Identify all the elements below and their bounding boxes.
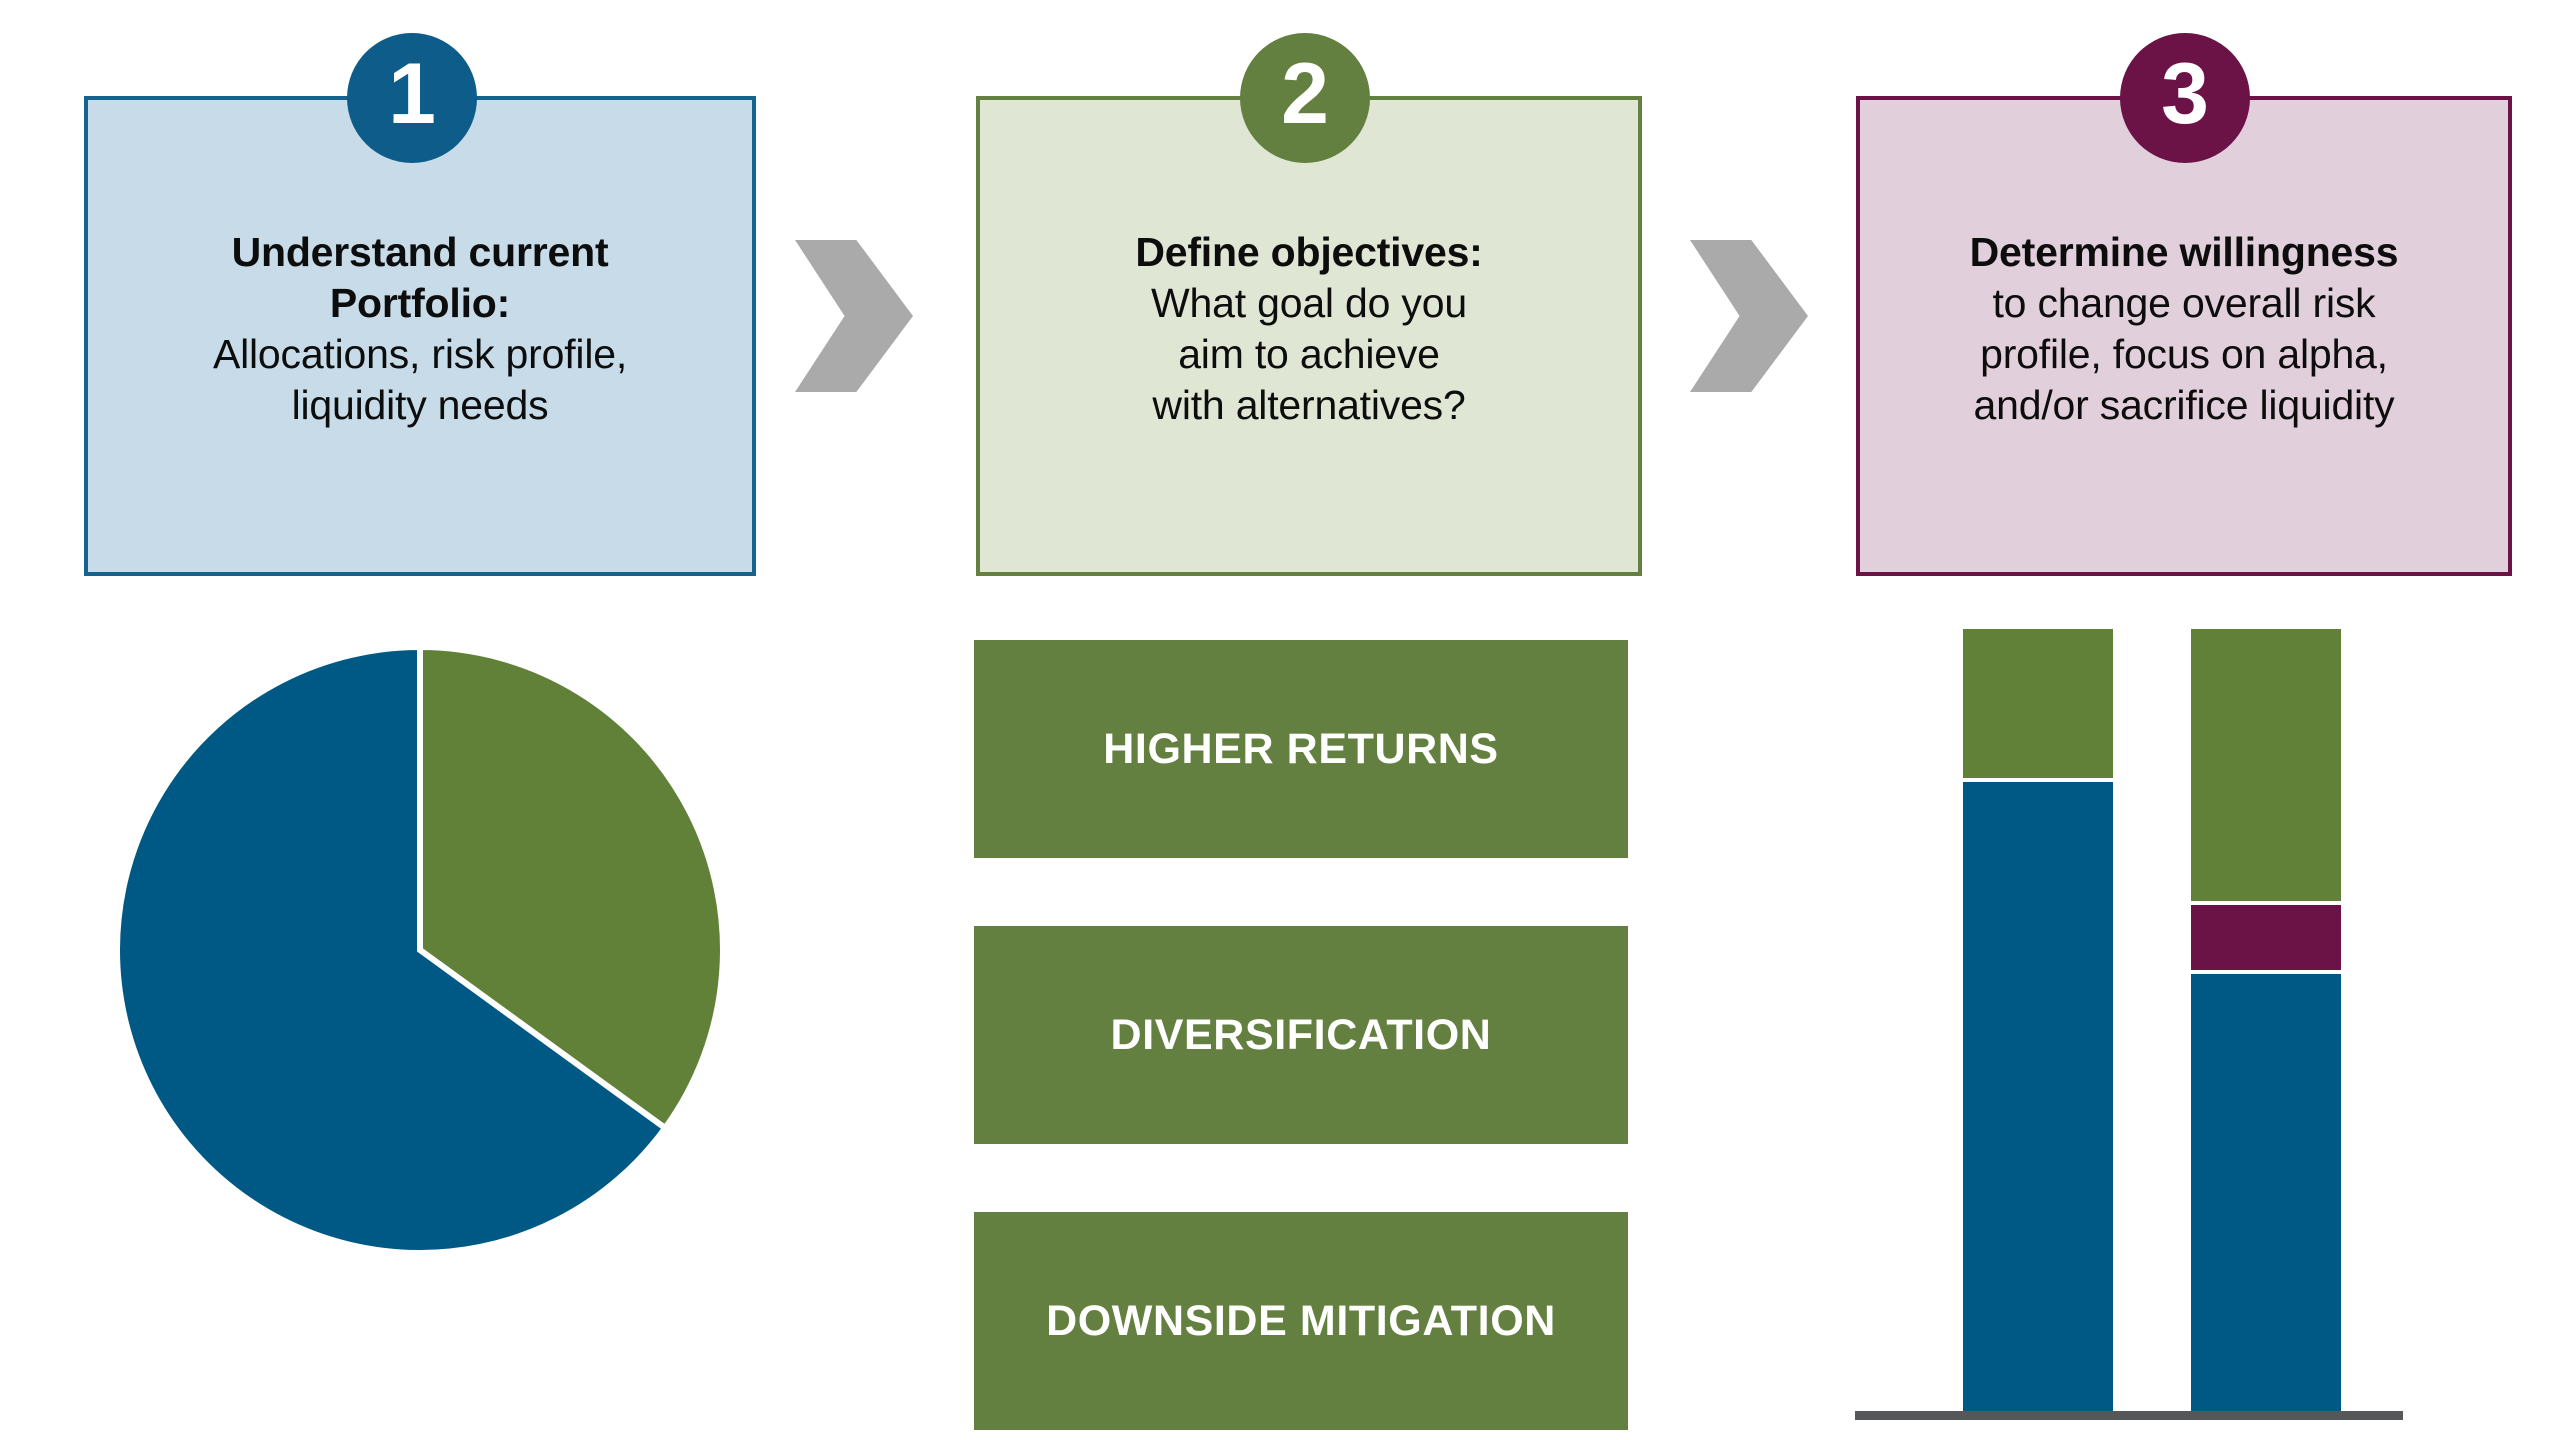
step-box-3: Determine willingness to change overall …: [1856, 96, 2512, 576]
step-badge-3-number: 3: [2161, 46, 2209, 142]
chart-axis-line: [1855, 1411, 2403, 1420]
step-box-1: Understand current Portfolio: Allocation…: [84, 96, 756, 576]
stacked-bar-segment: [2191, 629, 2341, 905]
step-box-2-body-line-1: What goal do you: [1151, 280, 1467, 327]
pie-chart-svg: [114, 643, 726, 1256]
step-box-3-body-line-2: profile, focus on alpha,: [1980, 331, 2388, 377]
step-box-3-text: Determine willingness to change overall …: [1952, 227, 2417, 430]
stacked-bar-segment: [1963, 782, 2113, 1411]
step-box-2-body-line-3: with alternatives?: [1152, 381, 1466, 428]
stacked-bar-column-0: [1963, 629, 2113, 1411]
objective-bar-downside-mitigation: DOWNSIDE MITIGATION: [974, 1212, 1628, 1430]
stacked-bar-column-1: [2191, 629, 2341, 1411]
step-box-2: Define objectives: What goal do you aim …: [976, 96, 1642, 576]
step-box-1-body-line-1: Allocations, risk profile,: [212, 331, 628, 377]
stacked-bar-segment: [2191, 905, 2341, 974]
step-badge-2: 2: [1240, 33, 1370, 163]
step-box-1-body-line-2: liquidity needs: [291, 381, 549, 428]
risk-profile-stacked-bar-chart: [1855, 620, 2415, 1440]
objective-bar-label-0: HIGHER RETURNS: [1103, 724, 1499, 773]
step-box-2-headline-line-1: Define objectives:: [1135, 229, 1483, 276]
step-badge-1: 1: [347, 33, 477, 163]
chevron-right-icon: [1690, 240, 1808, 392]
pie-slice: [417, 643, 726, 1133]
stacked-bar-segment: [1963, 629, 2113, 783]
step-badge-1-number: 1: [388, 46, 436, 142]
step-badge-3: 3: [2120, 33, 2250, 163]
step-box-3-body-line-1: to change overall risk: [1992, 280, 2376, 327]
step-box-2-body-line-2: aim to achieve: [1178, 331, 1440, 377]
step-box-2-text: Define objectives: What goal do you aim …: [1117, 227, 1500, 430]
step-box-1-headline-line-1: Understand current: [231, 229, 609, 276]
step-box-1-text: Understand current Portfolio: Allocation…: [195, 227, 645, 430]
chevron-right-icon: [795, 240, 913, 392]
objective-bar-diversification: DIVERSIFICATION: [974, 926, 1628, 1144]
stacked-bar-segment: [2191, 974, 2341, 1411]
pie-slice: [114, 643, 670, 1256]
portfolio-pie-chart: [110, 640, 730, 1260]
step-box-1-headline-line-2: Portfolio:: [329, 280, 511, 327]
step-badge-2-number: 2: [1281, 46, 1329, 142]
objective-bar-label-2: DOWNSIDE MITIGATION: [1046, 1296, 1556, 1345]
step-box-3-headline-line-1: Determine willingness: [1969, 229, 2399, 276]
step-box-3-body-line-3: and/or sacrifice liquidity: [1973, 381, 2395, 428]
objective-bar-higher-returns: HIGHER RETURNS: [974, 640, 1628, 858]
objective-bar-label-1: DIVERSIFICATION: [1110, 1010, 1492, 1059]
